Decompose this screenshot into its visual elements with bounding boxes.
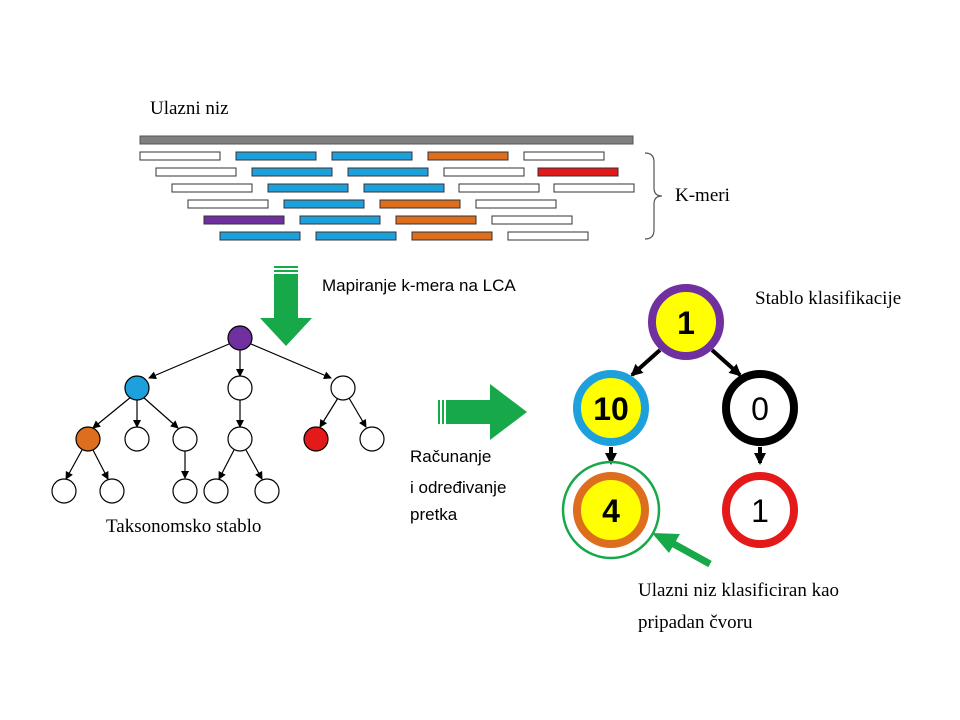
taxonomy-edges: [65, 343, 367, 480]
class-node-left: [573, 370, 649, 446]
class-node-left-child: [573, 472, 649, 548]
kmer-bar: [427, 151, 509, 161]
kmer-bar: [155, 167, 237, 177]
taxonomy-tree-label: Taksonomsko stablo: [106, 516, 262, 537]
class-node-right-value: 0: [751, 391, 769, 427]
tax-node: [227, 375, 253, 401]
computing-label-line1: Računanje: [410, 447, 492, 466]
kmer-bar: [187, 199, 269, 209]
tax-node: [203, 478, 229, 504]
kmer-bar: [537, 167, 619, 177]
kmer-bar: [203, 215, 285, 225]
computing-arrow: [438, 384, 527, 440]
computing-label-line2: i određivanje: [410, 478, 507, 497]
class-node-right-child: [722, 472, 798, 548]
class-node-root-value: 1: [677, 305, 695, 341]
kmer-rows: [139, 151, 635, 241]
kmer-bar: [411, 231, 493, 241]
kmers-brace: [644, 152, 663, 240]
tax-node: [172, 426, 198, 452]
class-node-right: [722, 370, 798, 446]
tax-node: [51, 478, 77, 504]
result-label-line2: pripadan čvoru: [638, 612, 753, 633]
kmer-bar: [443, 167, 525, 177]
classification-edges: [605, 348, 766, 465]
kmer-bar: [315, 231, 397, 241]
computing-label-line3: pretka: [410, 505, 458, 524]
input-sequence-label: Ulazni niz: [150, 98, 229, 119]
kmer-bar: [491, 215, 573, 225]
mapping-label: Mapiranje k-mera na LCA: [322, 276, 516, 295]
kmer-bar: [395, 215, 477, 225]
kmer-bar: [379, 199, 461, 209]
tax-node: [254, 478, 280, 504]
tax-node: [99, 478, 125, 504]
classification-tree-label: Stablo klasifikacije: [755, 288, 902, 309]
classified-pointer-arrow: [652, 533, 712, 568]
kmer-bar: [251, 167, 333, 177]
kmer-bar: [523, 151, 605, 161]
kmer-bar: [283, 199, 365, 209]
kmer-bar: [171, 183, 253, 193]
class-node-left-child-value: 4: [602, 493, 620, 529]
kmers-label: K-meri: [675, 185, 730, 206]
kmer-bar: [331, 151, 413, 161]
class-node-left-value: 10: [593, 391, 629, 427]
tax-node: [124, 375, 150, 401]
kmer-bar: [235, 151, 317, 161]
kmer-bar: [219, 231, 301, 241]
class-node-root: [648, 284, 724, 360]
tax-node: [75, 426, 101, 452]
tax-node: [303, 426, 329, 452]
kmer-bar: [347, 167, 429, 177]
taxonomy-nodes: [51, 325, 385, 504]
tax-node: [330, 375, 356, 401]
kmer-bar: [458, 183, 540, 193]
classified-highlight-ring: [561, 460, 661, 560]
kmer-bar: [267, 183, 349, 193]
kmer-bar: [139, 151, 221, 161]
tax-node: [227, 426, 253, 452]
kmer-bar: [299, 215, 381, 225]
input-sequence-bar: [139, 135, 634, 145]
tax-node: [359, 426, 385, 452]
kmer-bar: [363, 183, 445, 193]
tax-node: [172, 478, 198, 504]
result-label-line1: Ulazni niz klasificiran kao: [638, 580, 840, 601]
mapping-arrow: [260, 266, 312, 346]
kmer-bar: [475, 199, 557, 209]
class-node-right-child-value: 1: [751, 493, 769, 529]
kmer-bar: [507, 231, 589, 241]
kmer-bar: [553, 183, 635, 193]
tax-node: [124, 426, 150, 452]
tax-node-root: [227, 325, 253, 351]
